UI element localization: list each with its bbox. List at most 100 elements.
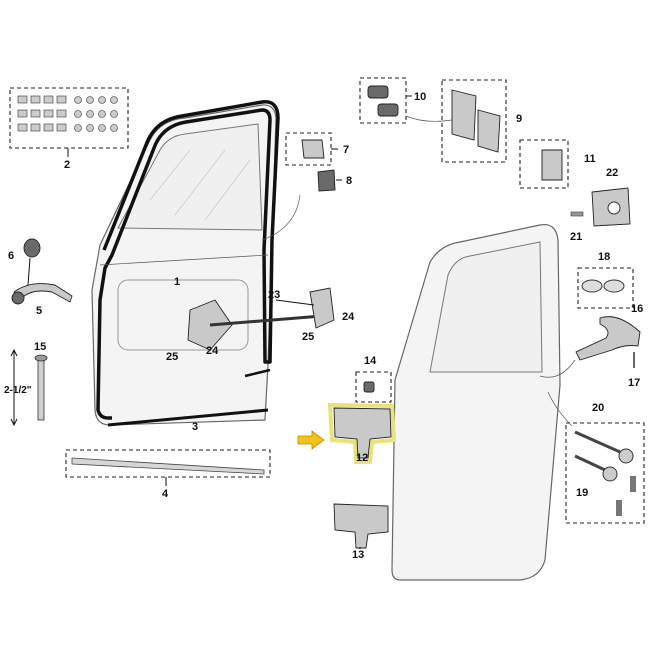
sill-strip	[71, 457, 265, 475]
part-2-clips	[9, 87, 129, 157]
yellow-pointer	[297, 430, 325, 450]
callout-labels: 1 2 3 4 5 6 7 8 9 10 11 12 13 14 15 16 1…	[4, 91, 643, 561]
bolt-1	[367, 85, 389, 99]
lower-seal-end	[244, 368, 271, 378]
callout-15: 15	[34, 341, 46, 353]
part-10-box	[359, 77, 407, 124]
lock-rod-a	[574, 430, 621, 454]
part-5-check-strap	[13, 283, 73, 303]
callout-3: 3	[192, 421, 198, 433]
lock-cylinder-b	[602, 466, 618, 482]
hinge-12-highlight	[327, 402, 397, 464]
part-8-bumper	[261, 169, 342, 241]
hinge-plate-a	[451, 89, 477, 141]
callout-21: 21	[570, 231, 582, 243]
part-7-bracket	[285, 132, 338, 166]
part-23-regulator	[187, 287, 335, 351]
bracket-7	[301, 139, 325, 159]
striker-11	[541, 149, 563, 181]
callout-1: 1	[174, 276, 180, 288]
part-7-box	[285, 132, 332, 166]
lock-rod-b	[574, 454, 606, 472]
callout-4: 4	[162, 488, 169, 500]
clip-grid	[17, 95, 118, 132]
callout-22: 22	[606, 167, 618, 179]
leader-10-9	[405, 115, 453, 122]
glass-hatch	[204, 159, 251, 221]
part-6-bumper	[23, 238, 41, 258]
dimension-label: 2-1/2"	[4, 385, 32, 396]
part-14-bolt	[355, 371, 392, 403]
part-9-box	[441, 79, 507, 163]
gasket-a	[581, 279, 603, 293]
leader-8-door	[261, 194, 301, 241]
gasket-b	[603, 279, 625, 293]
hinge-pin	[37, 357, 45, 421]
part-20-lock-set	[547, 391, 645, 524]
door-weatherstrip	[96, 100, 280, 420]
lock-cover-hole	[607, 201, 621, 215]
bumper-8	[317, 169, 336, 192]
callout-12: 12	[356, 452, 368, 464]
callout-9: 9	[516, 113, 522, 125]
glass-hatch	[174, 149, 226, 216]
part-10-bolts	[359, 77, 412, 124]
bolt-14	[363, 381, 375, 393]
leader-23	[275, 299, 315, 306]
lock-cylinder-a	[618, 448, 634, 464]
part-11-striker	[519, 139, 569, 189]
part-11-box	[519, 139, 569, 189]
hinge-13	[333, 503, 389, 549]
callout-25-left: 25	[166, 351, 178, 363]
callout-24-left: 24	[206, 345, 219, 357]
part-15-pin	[10, 348, 48, 427]
key-b	[616, 500, 622, 516]
callout-16: 16	[631, 303, 643, 315]
arrow-icon	[297, 430, 325, 450]
leader-6	[27, 257, 31, 286]
pin-21	[570, 211, 584, 217]
part-5-bushing	[11, 291, 25, 305]
part-20-box	[565, 422, 645, 524]
bolt-2	[377, 103, 399, 117]
callout-14: 14	[364, 355, 377, 367]
inner-door-glass	[117, 123, 263, 231]
part-2-box	[9, 87, 129, 149]
hinge-plate-b	[477, 109, 501, 153]
part-5-6-left-parts	[11, 238, 73, 305]
dimension-arrow-top	[10, 348, 18, 357]
callout-11: 11	[584, 153, 596, 165]
callout-20: 20	[592, 402, 604, 414]
callout-10: 10	[414, 91, 426, 103]
regulator-arm	[209, 314, 323, 327]
key-a	[630, 476, 636, 492]
outer-door-glass	[429, 241, 543, 373]
part-22-lock-cover	[591, 187, 631, 227]
part-4-sill-strip	[65, 449, 271, 486]
part-21-pin	[570, 211, 584, 217]
part-14-box	[355, 371, 392, 403]
part-13-lower-hinge	[333, 503, 389, 549]
regulator-bracket	[309, 287, 335, 329]
glass-hatch	[149, 149, 191, 201]
inner-panel-cutout	[117, 279, 249, 351]
callout-8: 8	[346, 175, 352, 187]
hinge-12	[333, 407, 392, 459]
inner-door-assembly	[91, 100, 280, 427]
callout-13: 13	[352, 549, 364, 561]
callout-6: 6	[8, 250, 14, 262]
callout-5: 5	[36, 305, 42, 317]
callout-18: 18	[598, 251, 610, 263]
dimension-arrow-bottom	[10, 418, 18, 427]
callout-23: 23	[268, 289, 280, 301]
part-4-box	[65, 449, 271, 478]
leader-16-door	[539, 359, 576, 378]
pin-head	[34, 354, 48, 362]
callout-19: 19	[576, 487, 588, 499]
beltline	[99, 254, 269, 266]
callout-25-right: 25	[302, 331, 314, 343]
part-9-hinge-set	[405, 79, 507, 163]
part-18-box	[577, 267, 634, 309]
